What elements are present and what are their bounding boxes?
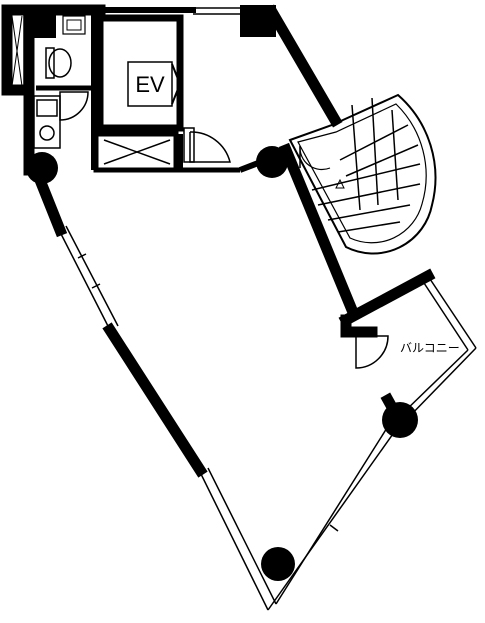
kitchen-area	[33, 91, 89, 149]
elevator: EV	[96, 14, 184, 132]
exterior-walls	[1, 4, 436, 478]
door	[183, 127, 231, 163]
column	[382, 402, 418, 438]
column	[261, 547, 295, 581]
corner-column	[28, 10, 56, 38]
columns	[26, 146, 418, 581]
column	[256, 146, 288, 178]
column	[26, 152, 58, 184]
stair-arrow-icon	[335, 178, 345, 189]
windows	[57, 7, 477, 611]
toilet-icon	[45, 47, 55, 79]
corner-column	[240, 5, 276, 37]
toilet-icon	[48, 48, 72, 78]
service-shaft	[93, 131, 268, 173]
balcony: バルコニー	[355, 335, 460, 369]
door-swing	[59, 91, 89, 121]
staircase	[288, 93, 437, 255]
balcony-label: バルコニー	[400, 341, 460, 355]
elevator-label: EV	[135, 72, 165, 97]
